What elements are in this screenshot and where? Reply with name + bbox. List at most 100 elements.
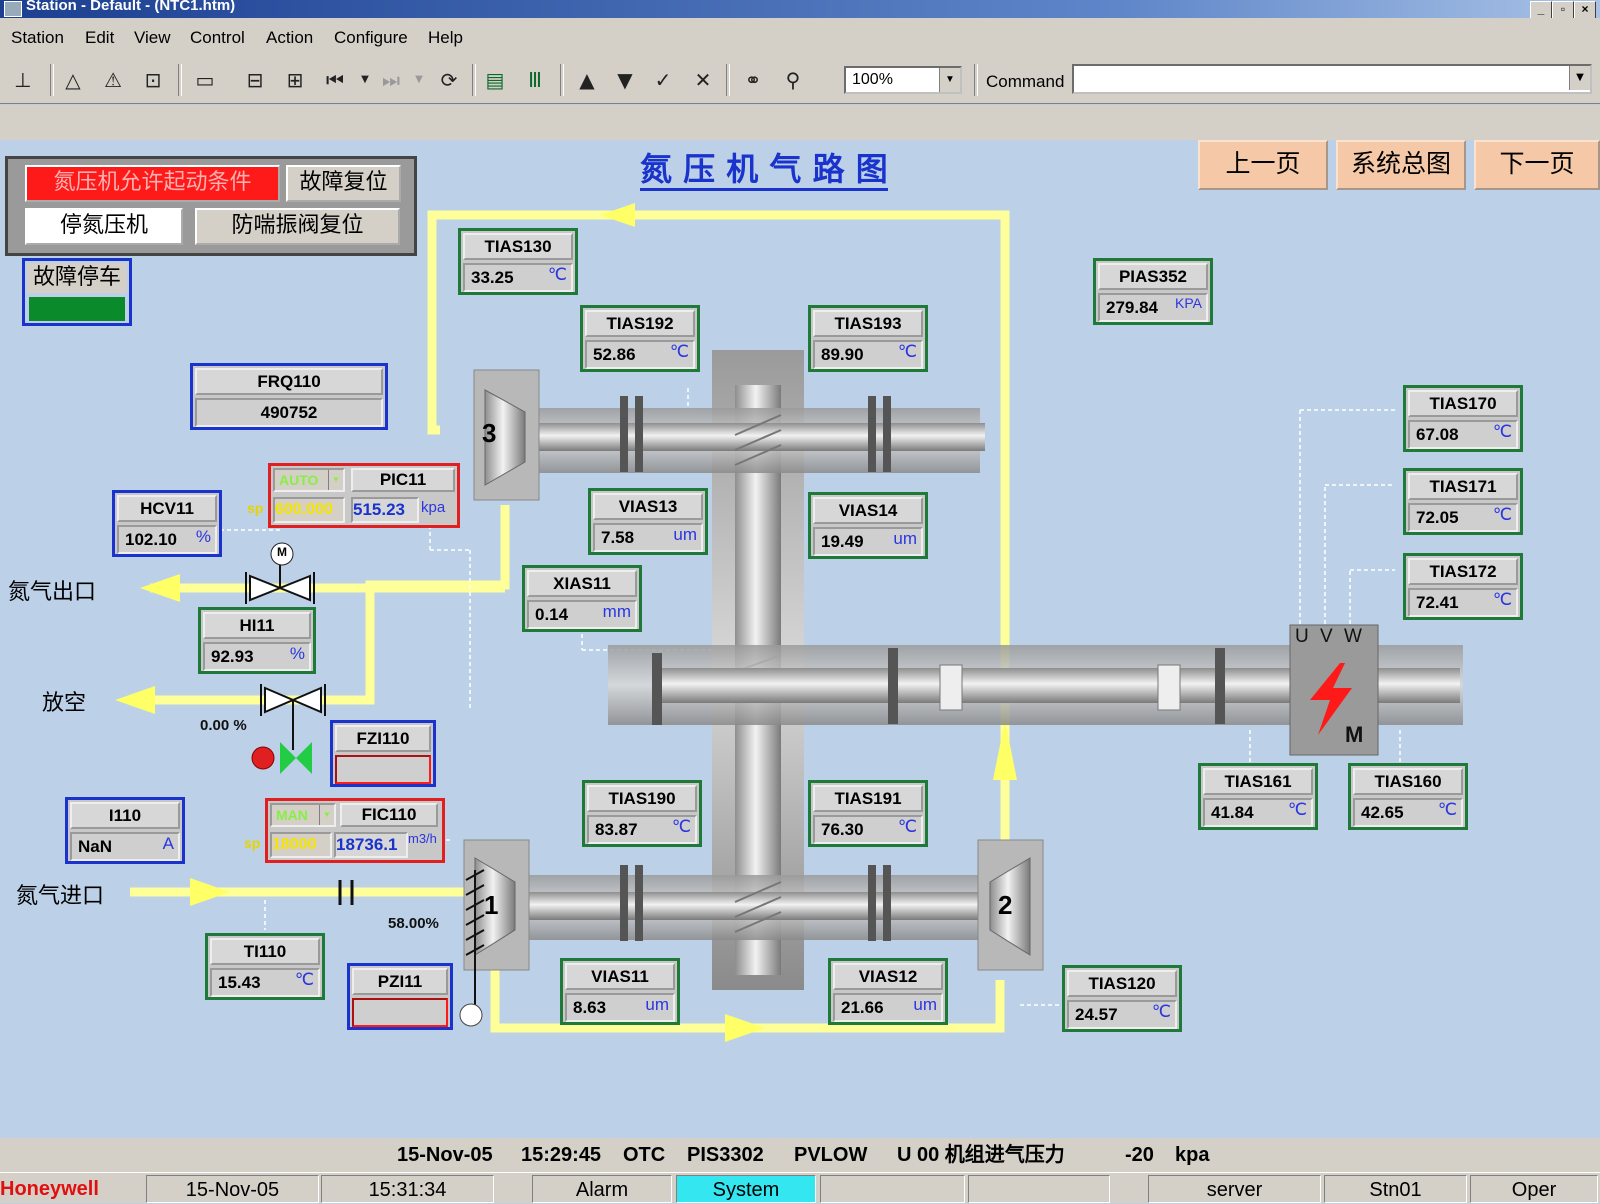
next-page-button[interactable]: 下一页 xyxy=(1474,140,1600,190)
menu-control[interactable]: Control xyxy=(190,28,245,47)
tag-pzi11[interactable]: PZI11 xyxy=(347,963,453,1030)
igv-actuator-icon xyxy=(459,1003,483,1027)
menu-station[interactable]: Station xyxy=(11,28,64,47)
alarm-indicator[interactable]: Alarm xyxy=(532,1175,672,1203)
fic110-setpoint[interactable]: 18000 xyxy=(270,832,332,858)
controller-fic110[interactable]: MAN▼ FIC110 sp 18000 18736.1 m3/h xyxy=(244,798,445,863)
tag-value: 24.57℃ xyxy=(1067,1000,1177,1029)
fault-stop-label: 故障停车 xyxy=(27,263,127,293)
tag-name: TIAS172 xyxy=(1408,558,1518,585)
close-button[interactable]: × xyxy=(1574,1,1596,19)
raise-icon[interactable]: ▲ xyxy=(579,68,595,92)
fic110-mode-select[interactable]: MAN ▼ xyxy=(270,803,336,827)
network-icon[interactable]: ⊥ xyxy=(14,68,32,92)
display-down-icon[interactable]: ⊟ xyxy=(246,68,264,92)
command-input[interactable]: ▼ xyxy=(1072,64,1592,94)
msg-value: -20 xyxy=(1125,1144,1154,1166)
valve-motor-icon xyxy=(270,542,294,566)
status-date: 15-Nov-05 xyxy=(146,1175,319,1203)
stage3-impeller xyxy=(484,389,526,486)
stop-compressor-button[interactable]: 停氮压机 xyxy=(25,208,183,245)
forward-icon[interactable]: ⏭ xyxy=(382,68,400,92)
chevron-down-icon[interactable]: ▼ xyxy=(319,805,334,825)
menu-action[interactable]: Action xyxy=(266,28,314,47)
app-icon xyxy=(4,1,22,17)
tag-name: HI11 xyxy=(203,612,311,639)
system-indicator[interactable]: System xyxy=(676,1175,816,1203)
trend-icon[interactable]: ▤ xyxy=(485,68,505,92)
permit-start-indicator: 氮压机允许起动条件 xyxy=(25,165,280,202)
tag-name: VIAS12 xyxy=(833,963,943,990)
chevron-down-icon[interactable]: ▼ xyxy=(328,470,343,490)
zoom-select[interactable]: 100% ▼ xyxy=(844,66,962,94)
n2-inlet-label: 氮气进口 xyxy=(16,884,105,909)
display-up-icon[interactable]: ⊞ xyxy=(286,68,304,92)
magnifier-icon[interactable]: ⚲ xyxy=(785,68,801,92)
back-icon[interactable]: ⏮ xyxy=(326,68,344,92)
chevron-down-icon[interactable]: ▼ xyxy=(939,68,960,92)
tag-value: 490752 xyxy=(195,398,383,427)
msg-text: U 00 机组进气压力 xyxy=(897,1144,1065,1166)
fault-stop-indicator: 故障停车 xyxy=(22,258,132,326)
overview-button[interactable]: 系统总图 xyxy=(1336,140,1466,190)
page-icon[interactable]: ▭ xyxy=(195,68,215,92)
minimize-button[interactable]: _ xyxy=(1530,1,1552,19)
process-diagram xyxy=(115,203,1463,1042)
refresh-icon[interactable]: ⟳ xyxy=(440,68,458,92)
cancel-icon[interactable]: ✕ xyxy=(694,68,712,92)
vent-valve-position: 0.00 % xyxy=(200,717,247,734)
tag-name: PIAS352 xyxy=(1098,263,1208,290)
check-icon[interactable]: ✓ xyxy=(654,68,672,92)
tag-fzi110[interactable]: FZI110 xyxy=(330,720,436,787)
alarm-ack-icon[interactable]: ⚠ xyxy=(104,68,122,92)
lower-icon[interactable]: ▼ xyxy=(617,68,633,92)
pic11-mode-select[interactable]: AUTO▼ xyxy=(273,468,345,492)
prev-page-button[interactable]: 上一页 xyxy=(1198,140,1328,190)
menu-configure[interactable]: Configure xyxy=(334,28,408,47)
restore-button[interactable]: ▫ xyxy=(1552,1,1574,19)
alarm-summary-icon[interactable]: △ xyxy=(65,68,81,92)
status-level: Oper xyxy=(1470,1175,1598,1203)
menu-view[interactable]: View xyxy=(134,28,171,47)
menu-edit[interactable]: Edit xyxy=(85,28,115,47)
back-dropdown-icon[interactable]: ▼ xyxy=(361,74,369,85)
controller-pic11[interactable]: AUTO▼ PIC11 sp 600.000 515.23 kpa xyxy=(247,463,460,528)
antisurge-reset-button[interactable]: 防喘振阀复位 xyxy=(195,208,400,245)
alarm-message-line[interactable]: 15-Nov-05 15:29:45 OTC PIS3302 PVLOW U 0… xyxy=(0,1138,1600,1172)
fault-reset-button[interactable]: 故障复位 xyxy=(286,165,401,202)
group-icon[interactable]: Ⅲ xyxy=(528,68,542,92)
pic11-setpoint[interactable]: 600.000 xyxy=(273,497,345,523)
msg-code: OTC xyxy=(623,1144,666,1166)
vent-label: 放空 xyxy=(42,691,87,716)
binoculars-icon[interactable]: ⚭ xyxy=(744,68,762,92)
chevron-down-icon[interactable]: ▼ xyxy=(1569,66,1590,90)
message-icon[interactable]: ⊡ xyxy=(144,68,162,92)
igv-position: 58.00% xyxy=(388,915,439,932)
menu-help[interactable]: Help xyxy=(428,28,463,47)
forward-dropdown-icon[interactable]: ▼ xyxy=(415,74,423,85)
fic110-mode-value: MAN xyxy=(276,807,308,823)
